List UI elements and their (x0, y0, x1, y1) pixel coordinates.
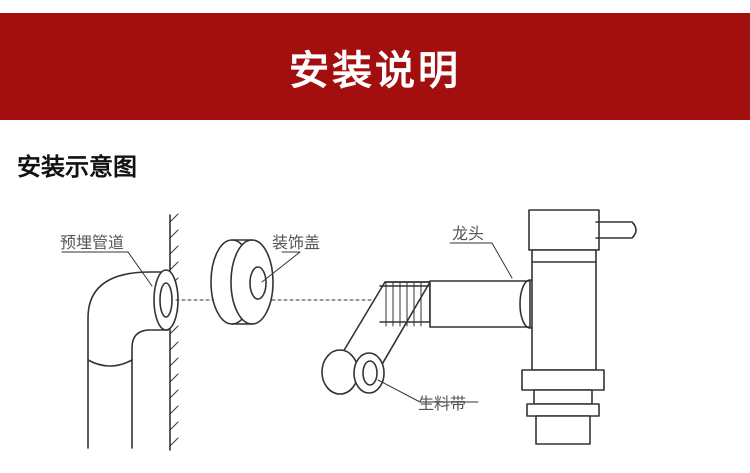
decorative-cover (210, 239, 274, 325)
wall (169, 213, 179, 451)
label-tape: 生料带 (418, 394, 466, 413)
section-title: 安装示意图 (17, 153, 137, 181)
embedded-pipe (87, 269, 179, 449)
faucet (379, 209, 637, 445)
header-banner: 安装说明 (0, 13, 750, 120)
leader-lines (61, 242, 513, 403)
banner-title: 安装说明 (289, 47, 461, 94)
label-cover: 装饰盖 (272, 233, 320, 252)
label-pipe: 预埋管道 (60, 233, 124, 252)
label-faucet: 龙头 (452, 224, 484, 243)
